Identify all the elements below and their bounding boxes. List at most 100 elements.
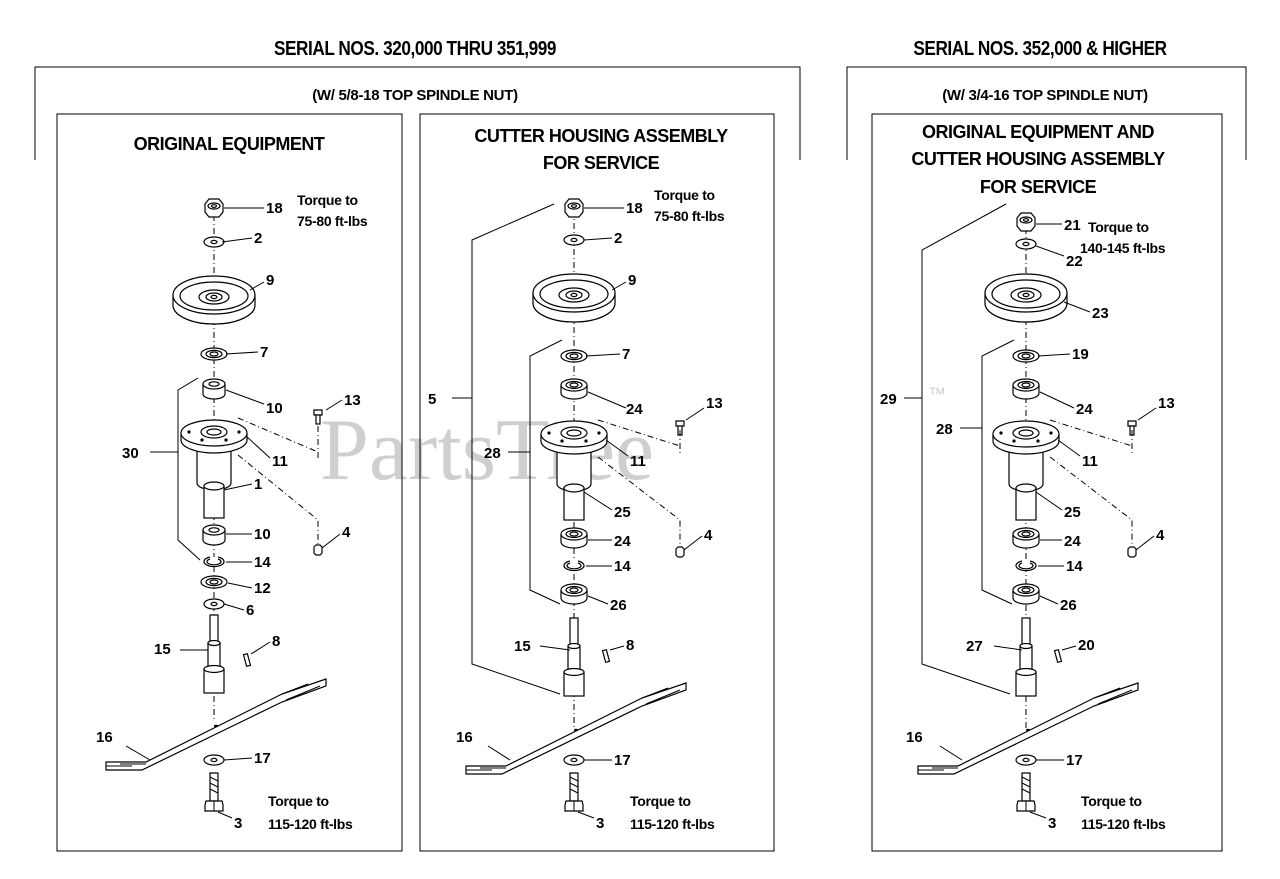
callout: 3 <box>1048 815 1056 832</box>
part-bearing-lower <box>560 527 588 549</box>
part-housing-nut <box>675 546 685 558</box>
panel-2-torque-bottom-line-2: 115-120 ft-lbs <box>630 816 715 832</box>
callout: 25 <box>614 504 631 521</box>
part-blade-bolt <box>1016 772 1036 812</box>
panel-3-torque-top-line-2: 140-145 ft-lbs <box>1080 240 1166 256</box>
panel-2-torque-top-line-2: 75-80 ft-lbs <box>654 208 725 224</box>
callout: 16 <box>906 729 923 746</box>
panel-3-title-line-1: ORIGINAL EQUIPMENT AND <box>922 122 1155 142</box>
panel-2-callouts: 18 2 9 7 5 24 13 11 28 25 4 24 14 26 15 … <box>428 200 723 832</box>
callout: 16 <box>456 729 473 746</box>
callout: 18 <box>626 200 643 217</box>
panel-3-torque-bottom-line-1: Torque to <box>1081 793 1142 809</box>
callout: 14 <box>614 558 631 575</box>
part-spindle-shaft <box>1015 617 1037 697</box>
panel-3-torque-top-line-1: Torque to <box>1088 219 1149 235</box>
callout: 7 <box>260 344 268 361</box>
callout: 16 <box>96 729 113 746</box>
panel-original-and-service <box>871 113 1223 852</box>
part-housing-nut <box>1127 546 1137 558</box>
part-spindle-housing <box>180 419 248 491</box>
part-spacer-tube <box>203 481 225 519</box>
part-top-spindle-nut <box>204 198 224 218</box>
callout: 3 <box>234 815 242 832</box>
panel-1-torque-bottom-line-1: Torque to <box>268 793 329 809</box>
panel-1-callouts: 18 2 9 7 10 13 11 30 1 10 4 14 12 6 15 8… <box>96 200 361 832</box>
callout: 6 <box>246 602 254 619</box>
callout: 14 <box>1066 558 1083 575</box>
panel-3-assembly <box>904 203 1157 819</box>
callout: 28 <box>936 421 953 438</box>
callout: 15 <box>514 638 531 655</box>
callout: 24 <box>614 533 631 550</box>
callout: 9 <box>628 272 636 289</box>
callout: 11 <box>272 453 288 470</box>
callout: 11 <box>1082 453 1098 470</box>
callout: 10 <box>254 526 271 543</box>
callout: 2 <box>254 230 262 247</box>
subheader-left: (W/ 5/8-18 TOP SPINDLE NUT) <box>312 87 518 104</box>
callout: 23 <box>1092 305 1109 322</box>
callout: 5 <box>428 391 436 408</box>
part-bearing <box>560 378 588 400</box>
bracket-right <box>846 66 1247 160</box>
callout: 9 <box>266 272 274 289</box>
callout: 12 <box>254 580 271 597</box>
panel-2-assembly <box>452 198 705 819</box>
part-spindle-housing <box>992 420 1060 492</box>
panel-2-title-line-1: CUTTER HOUSING ASSEMBLY <box>474 126 728 146</box>
callout: 19 <box>1072 346 1089 363</box>
header-right-serial: SERIAL NOS. 352,000 & HIGHER <box>913 37 1167 60</box>
part-key-pin <box>1053 649 1063 663</box>
callout: 22 <box>1066 253 1083 270</box>
panel-1-torque-bottom-line-2: 115-120 ft-lbs <box>268 816 353 832</box>
part-key-pin <box>242 653 252 667</box>
panel-3-callouts: 21 22 23 19 29 24 13 11 28 25 4 24 14 26… <box>880 217 1175 832</box>
part-spindle-shaft <box>563 617 585 697</box>
panel-1-title: ORIGINAL EQUIPMENT <box>134 134 325 154</box>
callout: 27 <box>966 638 983 655</box>
callout: 20 <box>1078 637 1095 654</box>
callout: 18 <box>266 200 283 217</box>
part-blade-bolt <box>564 772 584 812</box>
callout: 8 <box>626 637 634 654</box>
part-blade-washer <box>563 754 585 766</box>
callout: 30 <box>122 445 139 462</box>
part-grease-seal <box>1012 349 1040 363</box>
panel-original-equipment <box>56 113 403 852</box>
callout: 29 <box>880 391 897 408</box>
part-grease-seal <box>560 349 588 363</box>
panel-1-torque-top-line-1: Torque to <box>297 192 358 208</box>
callout: 14 <box>254 554 271 571</box>
part-spindle-shaft <box>203 614 225 694</box>
part-housing-nut <box>313 544 323 556</box>
part-blade-bolt <box>204 772 224 812</box>
callout: 1 <box>254 476 262 493</box>
callout: 17 <box>254 750 271 767</box>
part-bearing <box>1012 378 1040 400</box>
callout: 4 <box>342 524 351 541</box>
panel-1-torque-top-line-2: 75-80 ft-lbs <box>297 213 368 229</box>
panel-1-assembly <box>105 198 343 819</box>
part-pulley <box>172 275 256 325</box>
callout: 17 <box>1066 752 1083 769</box>
callout: 10 <box>266 400 283 417</box>
panel-2-title-line-2: FOR SERVICE <box>543 153 660 173</box>
callout: 3 <box>596 815 604 832</box>
part-blade-washer <box>1015 754 1037 766</box>
callout: 15 <box>154 641 171 658</box>
part-top-spindle-nut <box>1016 212 1036 232</box>
callout: 24 <box>1064 533 1081 550</box>
panel-2-torque-bottom-line-1: Torque to <box>630 793 691 809</box>
part-seal-lower <box>560 583 588 605</box>
callout: 17 <box>614 752 631 769</box>
part-spacer-tube <box>1015 483 1037 521</box>
callout: 13 <box>706 395 723 412</box>
callout: 21 <box>1064 217 1081 234</box>
part-retaining-ring <box>1015 560 1037 572</box>
part-retaining-ring <box>563 560 585 572</box>
part-washer-lower <box>203 598 225 610</box>
callout: 24 <box>626 401 643 418</box>
bracket-left <box>34 66 801 160</box>
